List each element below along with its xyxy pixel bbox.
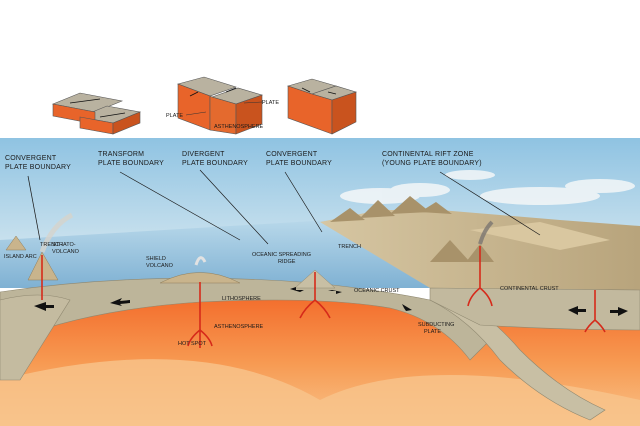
convergent-left-label-2: PLATE BOUNDARY bbox=[5, 164, 71, 171]
ocean bbox=[0, 220, 430, 288]
inset-plate-label-side: PLATE bbox=[166, 113, 183, 119]
left-subducting-slab bbox=[0, 294, 71, 381]
inset-transform-block bbox=[51, 92, 142, 135]
strato-volcano-label-2: VOLCANO bbox=[52, 249, 80, 255]
transform-label-1: TRANSFORM bbox=[98, 151, 144, 158]
rift-zone-label-1: CONTINENTAL RIFT ZONE bbox=[382, 151, 474, 158]
shield-volcano-label-2: VOLCANO bbox=[146, 263, 174, 269]
divergent-label-2: PLATE BOUNDARY bbox=[182, 160, 248, 167]
convergent-right-label-2: PLATE BOUNDARY bbox=[266, 160, 332, 167]
lithosphere-oceanic bbox=[0, 277, 491, 361]
inset-asthenosphere-label: ASTHENOSPHERE bbox=[214, 124, 264, 130]
divergent-label-1: DIVERGENT bbox=[182, 151, 225, 158]
plate-motion-arrows bbox=[34, 287, 628, 316]
convergent-left-label-1: CONVERGENT bbox=[5, 155, 57, 162]
transform-label-2: PLATE BOUNDARY bbox=[98, 160, 164, 167]
leader-lines bbox=[27, 169, 541, 245]
inset-convergent-block bbox=[286, 78, 357, 135]
convergent-right-label-1: CONVERGENT bbox=[266, 151, 318, 158]
shield-volcano-label-1: SHIELD bbox=[146, 256, 166, 262]
island-arc-label: ISLAND ARC bbox=[4, 254, 37, 260]
subducting-plate-label-2: PLATE bbox=[424, 329, 441, 335]
lithosphere-label: LITHOSPHERE bbox=[222, 296, 261, 302]
ridge-label-2: RIDGE bbox=[278, 259, 296, 265]
ridge-label-1: OCEANIC SPREADING bbox=[252, 252, 311, 258]
hot-spot-label: HOT SPOT bbox=[178, 341, 207, 347]
asthenosphere-label: ASTHENOSPHERE bbox=[214, 324, 264, 330]
right-subducting-slab bbox=[429, 295, 606, 421]
mountains bbox=[330, 196, 470, 262]
shield-volcano bbox=[159, 256, 241, 284]
clouds bbox=[340, 170, 635, 205]
trench-left-label: TRENCH bbox=[40, 242, 63, 248]
oceanic-crust-label: OCEANIC CRUST bbox=[354, 288, 400, 294]
inset-divergent-block bbox=[177, 76, 263, 135]
strato-volcano bbox=[27, 212, 74, 281]
magma-plumes bbox=[41, 246, 606, 348]
inset-plate-label-top: PLATE bbox=[262, 100, 279, 106]
continental-crust-label: CONTINENTAL CRUST bbox=[500, 286, 559, 292]
subducting-plate-label-1: SUBDUCTING bbox=[418, 322, 454, 328]
island-arc bbox=[5, 235, 27, 251]
strato-volcano-label-1: STRATO- bbox=[52, 242, 76, 248]
rift-zone-label-2: (YOUNG PLATE BOUNDARY) bbox=[382, 160, 482, 167]
trench-right-label: TRENCH bbox=[338, 244, 361, 250]
lithosphere-continental bbox=[429, 287, 640, 331]
